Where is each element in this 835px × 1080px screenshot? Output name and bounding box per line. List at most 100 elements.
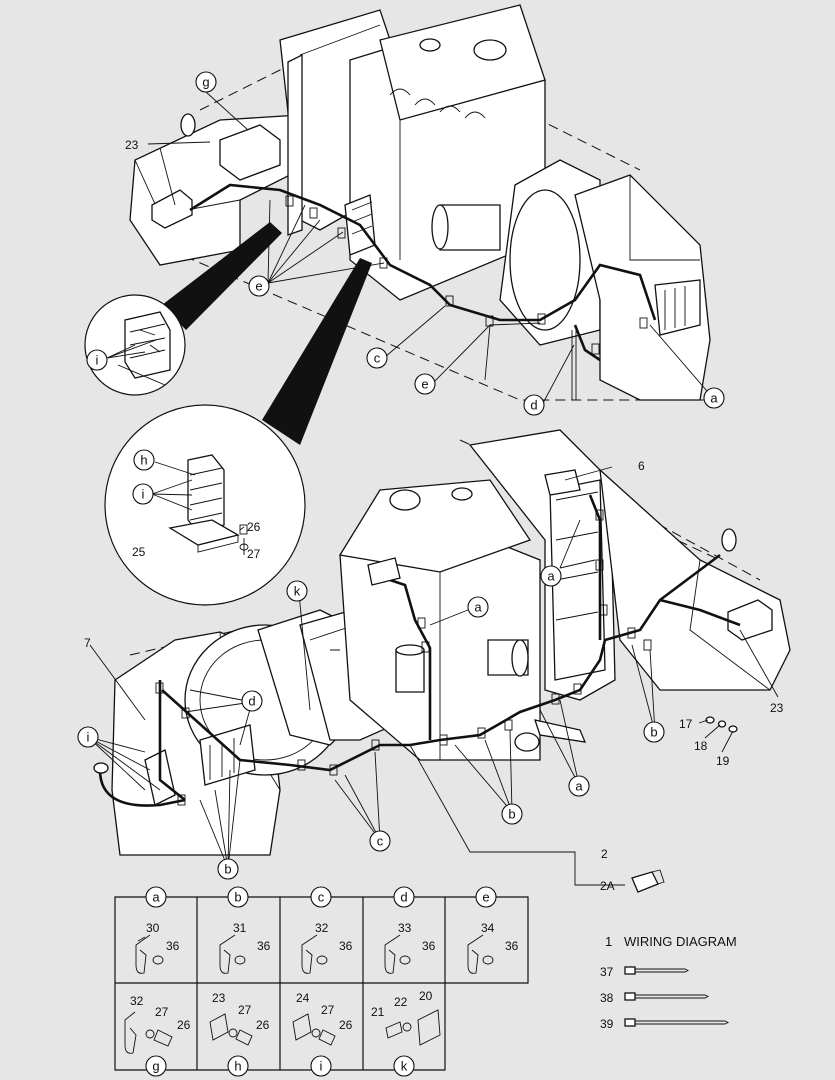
callout-a-top: a (703, 387, 725, 409)
callout-i-large-detail: i (132, 483, 154, 505)
svg-text:36: 36 (166, 939, 180, 953)
legend-cell-h: h 23 27 26 (209, 991, 270, 1077)
svg-text:a: a (710, 391, 718, 406)
callout-b-left: b (217, 858, 239, 880)
svg-text:a: a (575, 779, 583, 794)
svg-text:24: 24 (296, 991, 310, 1005)
svg-text:39: 39 (600, 1017, 614, 1031)
part-number-17: 17 (679, 717, 693, 731)
svg-text:33: 33 (398, 921, 412, 935)
callout-e-top-left: e (248, 275, 270, 297)
callout-a-bottom: a (568, 775, 590, 797)
svg-text:31: 31 (233, 921, 247, 935)
legend-cell-i: i 24 27 26 (292, 991, 353, 1077)
svg-text:i: i (320, 1059, 323, 1074)
bottom-engine-assembly (93, 429, 791, 893)
part-number-23-right: 23 (770, 701, 784, 715)
wiring-diagram-label: WIRING DIAGRAM (624, 934, 737, 949)
callout-a-engine: a (467, 596, 489, 618)
callout-b-right: b (643, 721, 665, 743)
svg-text:b: b (508, 807, 515, 822)
svg-text:a: a (547, 569, 555, 584)
part-number-2A: 2A (600, 879, 615, 893)
svg-text:36: 36 (257, 939, 271, 953)
svg-text:27: 27 (321, 1003, 335, 1017)
part-numbers: 23 6 26 25 27 7 23 17 18 19 2 2A (84, 138, 784, 893)
svg-text:b: b (234, 890, 241, 905)
svg-text:h: h (234, 1059, 241, 1074)
part-number-2: 2 (601, 847, 608, 861)
part-number-7: 7 (84, 636, 91, 650)
svg-text:22: 22 (394, 995, 408, 1009)
callout-c-bottom: c (369, 830, 391, 852)
part-number-27: 27 (247, 547, 261, 561)
part-number-19: 19 (716, 754, 730, 768)
svg-text:26: 26 (177, 1018, 191, 1032)
parts-list: 1 WIRING DIAGRAM 37 38 39 (600, 934, 737, 1031)
callout-a-radiator: a (540, 565, 562, 587)
svg-text:d: d (530, 398, 537, 413)
legend-cell-a: a 30 36 (135, 886, 180, 974)
svg-text:30: 30 (146, 921, 160, 935)
leader-lines (87, 91, 779, 869)
callout-e-top-middle: e (414, 373, 436, 395)
svg-text:i: i (142, 487, 145, 502)
svg-text:i: i (87, 730, 90, 745)
svg-text:26: 26 (339, 1018, 353, 1032)
part-number-18: 18 (694, 739, 708, 753)
cable-tie-39: 39 (600, 1017, 730, 1031)
svg-text:e: e (421, 377, 428, 392)
cable-tie-38: 38 (600, 991, 710, 1005)
wiring-diagram-number: 1 (605, 934, 612, 949)
svg-text:g: g (152, 1059, 159, 1074)
callout-g: g (195, 71, 217, 93)
svg-text:d: d (400, 890, 407, 905)
part-number-25: 25 (132, 545, 146, 559)
svg-text:36: 36 (339, 939, 353, 953)
callout-d-top: d (523, 394, 545, 416)
svg-text:27: 27 (155, 1005, 169, 1019)
svg-text:21: 21 (371, 1005, 385, 1019)
svg-text:27: 27 (238, 1003, 252, 1017)
svg-text:e: e (255, 279, 262, 294)
svg-text:h: h (140, 453, 147, 468)
svg-text:c: c (374, 351, 381, 366)
svg-text:32: 32 (130, 994, 144, 1008)
legend-cell-c: c 32 36 (301, 886, 353, 974)
svg-text:c: c (318, 890, 325, 905)
part-number-26: 26 (247, 520, 261, 534)
part-number-23-top: 23 (125, 138, 139, 152)
detail-circle-large (104, 404, 306, 606)
svg-text:20: 20 (419, 989, 433, 1003)
svg-text:23: 23 (212, 991, 226, 1005)
svg-text:k: k (294, 584, 301, 599)
svg-text:32: 32 (315, 921, 329, 935)
legend-cell-e: e 34 36 (467, 886, 519, 974)
svg-text:d: d (248, 694, 255, 709)
cable-tie-37: 37 (600, 965, 690, 979)
svg-text:b: b (224, 862, 231, 877)
legend-cell-g: g 32 27 26 (124, 994, 191, 1077)
legend-cell-k: k 21 22 20 (371, 989, 441, 1077)
svg-text:26: 26 (256, 1018, 270, 1032)
callout-k: k (286, 580, 308, 602)
svg-text:38: 38 (600, 991, 614, 1005)
svg-text:b: b (650, 725, 657, 740)
svg-text:37: 37 (600, 965, 614, 979)
svg-text:36: 36 (505, 939, 519, 953)
svg-text:k: k (401, 1059, 408, 1074)
callout-h: h (133, 449, 155, 471)
legend-cell-d: d 33 36 (384, 886, 436, 974)
svg-text:a: a (474, 600, 482, 615)
callout-i-bottom: i (77, 726, 99, 748)
svg-text:34: 34 (481, 921, 495, 935)
svg-text:36: 36 (422, 939, 436, 953)
callout-i-small-detail: i (86, 349, 108, 371)
callout-c-top: c (366, 347, 388, 369)
svg-text:i: i (96, 353, 99, 368)
svg-text:a: a (152, 890, 160, 905)
clip-legend-grid: a 30 36 b 31 36 c 32 36 d 33 36 (114, 886, 529, 1077)
callout-bubbles: g e i c e d a h i a a k d i b b b c a (77, 71, 725, 880)
svg-text:g: g (202, 75, 209, 90)
